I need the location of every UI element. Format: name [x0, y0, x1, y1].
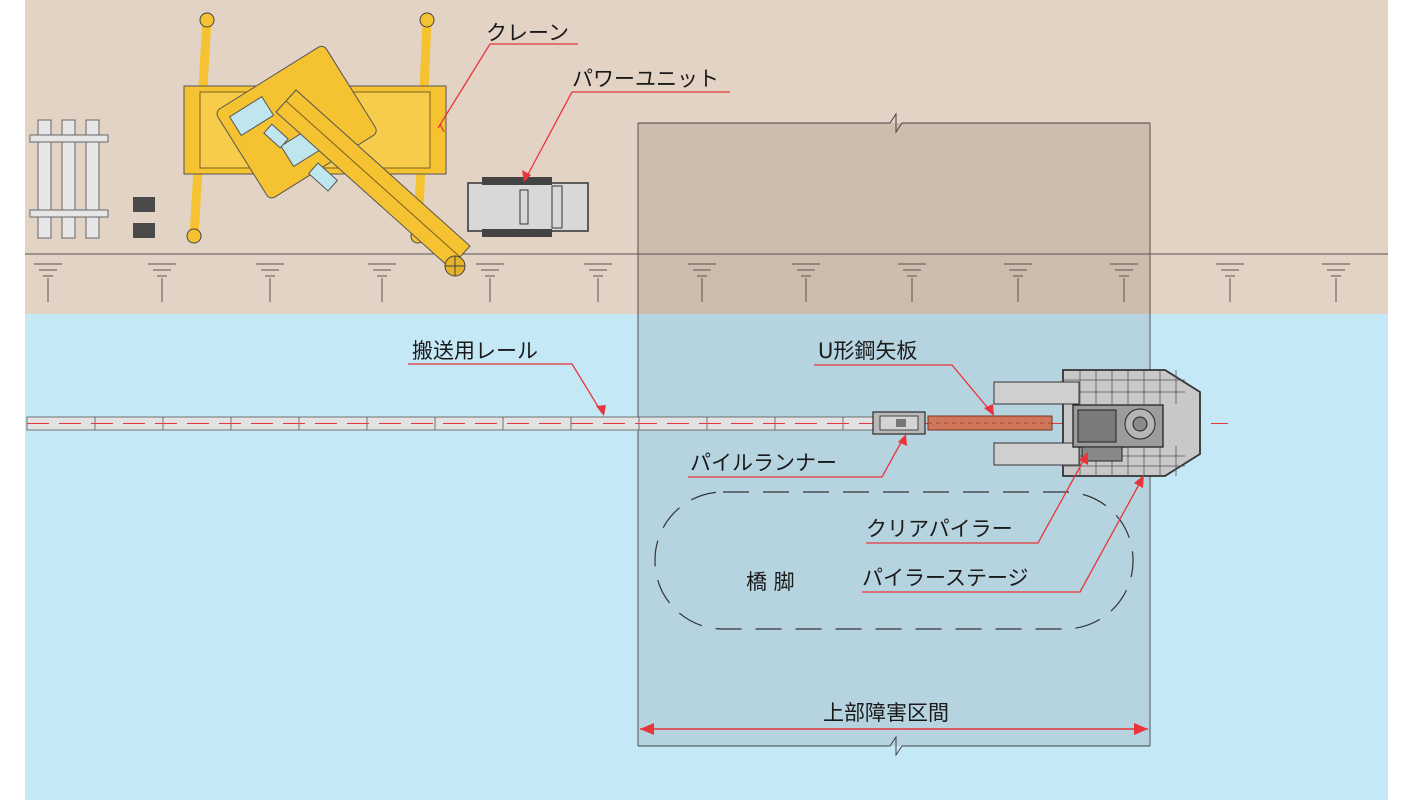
u-sheet-pile-label: U形鋼矢板	[818, 339, 917, 363]
pier-label: 橋 脚	[746, 570, 795, 594]
crane-topview-icon	[183, 12, 471, 277]
ground-level-mark	[1322, 263, 1350, 302]
pile-runner-icon	[872, 411, 926, 435]
piler-stage-label: パイラーステージ	[862, 566, 1029, 590]
clear-piler-icon	[1072, 404, 1164, 462]
power-unit-arrowhead	[522, 170, 531, 182]
obstacle-zone-land	[638, 123, 1150, 314]
pile-runner-arrowhead	[898, 434, 907, 446]
clear-piler-arrowhead	[1079, 452, 1088, 465]
power-unit-icon	[467, 177, 589, 237]
pile-runner-label: パイルランナー	[690, 451, 837, 475]
rail-leader-line	[408, 363, 603, 414]
ground-level-mark	[1004, 263, 1032, 302]
rail-arrowhead	[596, 405, 606, 416]
piler-stage-leader-line	[862, 478, 1143, 593]
ground-level-marks	[34, 263, 1350, 302]
ground-level-mark	[368, 263, 396, 302]
u-sheet-pile-leader-line	[814, 364, 993, 414]
ground-level-mark	[34, 263, 62, 302]
crane-leader-arrowhead	[439, 123, 445, 133]
pile-runner-leader-line	[688, 436, 905, 478]
ground-level-mark	[792, 263, 820, 302]
material-block-icon	[133, 223, 155, 238]
ground-level-mark	[898, 263, 926, 302]
material-block-icon	[133, 197, 155, 212]
obstacle-span-arrow	[640, 723, 1148, 735]
power-unit-label: パワーユニット	[572, 67, 719, 91]
ground-level-mark	[584, 263, 612, 302]
clear-piler-leader-line	[866, 455, 1087, 544]
ground-level-mark	[256, 263, 284, 302]
obstacle-zone-top-break-line	[638, 112, 1150, 134]
ground-level-mark	[688, 263, 716, 302]
crane-label: クレーン	[486, 21, 569, 45]
ground-level-mark	[1216, 263, 1244, 302]
pier-outline	[654, 491, 1134, 630]
u-sheet-pile-icon	[927, 415, 1053, 431]
obstacle-zone-bottom-break-line	[638, 735, 1150, 757]
power-unit-leader-line	[525, 91, 730, 179]
obstacle-section-label: 上部障害区間	[823, 701, 949, 725]
ground-level-mark	[148, 263, 176, 302]
fence-icon	[29, 119, 109, 239]
ground-level-mark	[476, 263, 504, 302]
clear-piler-label: クリアパイラー	[866, 517, 1013, 541]
piler-stage-arrowhead	[1134, 475, 1144, 488]
crane-leader-line	[437, 43, 578, 129]
transport-rail-label: 搬送用レール	[412, 339, 538, 363]
u-sheet-pile-arrowhead	[984, 404, 994, 416]
ground-level-mark	[1110, 263, 1138, 302]
